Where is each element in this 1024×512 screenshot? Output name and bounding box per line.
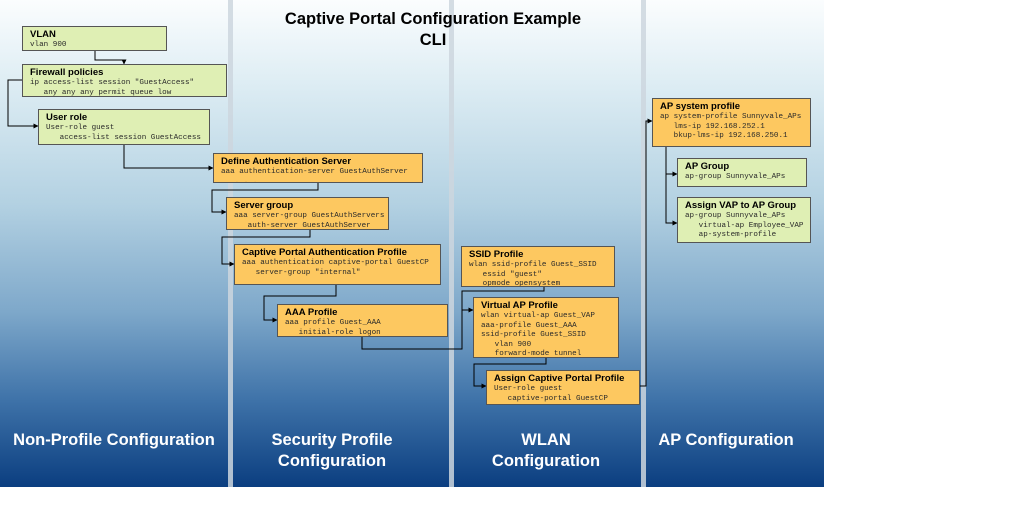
section-wlan-label: WLAN Configuration (491, 431, 601, 470)
connector-authserver-servergroup (211, 183, 319, 215)
connector-apgroup-assignvap (665, 174, 678, 226)
diagram-subtitle: CLI (419, 31, 447, 49)
connector-vap-assigncp (473, 358, 547, 389)
cp-auth-code: aaa authentication captive-portal GuestC… (242, 259, 429, 277)
diagram-title: Captive Portal Configuration Example (284, 10, 582, 28)
assign-cp-title: Assign Captive Portal Profile (494, 373, 625, 384)
section-non-profile-label: Non-Profile Configuration (13, 431, 215, 449)
connector-servergroup-cpauth (221, 230, 311, 267)
vlan-title: VLAN (30, 29, 56, 40)
aaa-profile-box: AAA Profile aaa profile Guest_AAA initia… (277, 304, 448, 337)
ssid-profile-box: SSID Profile wlan ssid-profile Guest_SSI… (461, 246, 615, 287)
aaa-profile-code: aaa profile Guest_AAA initial-role logon (285, 319, 381, 337)
firewall-title: Firewall policies (30, 67, 104, 78)
assign-vap-title: Assign VAP to AP Group (685, 200, 797, 211)
ap-group-box: AP Group ap-group Sunnyvale_APs (677, 158, 807, 187)
connector-assigncp-apsystem (640, 118, 653, 387)
server-group-title: Server group (234, 200, 294, 211)
ssid-code: wlan ssid-profile Guest_SSID essid "gues… (469, 261, 597, 287)
vlan-code: vlan 900 (30, 41, 67, 49)
auth-server-box: Define Authentication Server aaa authent… (213, 153, 423, 183)
assign-vap-code: ap-group Sunnyvale_APs virtual-ap Employ… (685, 212, 804, 240)
column-separator (228, 0, 233, 487)
server-group-code: aaa server-group GuestAuthServers auth-s… (234, 212, 385, 230)
virtual-ap-profile-box: Virtual AP Profile wlan virtual-ap Guest… (473, 297, 619, 358)
section-ap-label: AP Configuration (658, 431, 794, 449)
firewall-policies-box: Firewall policies ip access-list session… (22, 64, 227, 97)
ap-system-title: AP system profile (660, 101, 741, 112)
user-role-title: User role (46, 112, 88, 123)
vap-title: Virtual AP Profile (481, 300, 558, 311)
connector-vlan-firewall (94, 51, 127, 65)
ap-group-title: AP Group (685, 161, 730, 172)
ssid-title: SSID Profile (469, 249, 524, 260)
ap-group-code: ap-group Sunnyvale_APs (685, 173, 786, 181)
server-group-box: Server group aaa server-group GuestAuthS… (226, 197, 389, 230)
aaa-profile-title: AAA Profile (285, 307, 338, 318)
column-separator (641, 0, 646, 487)
column-separator (449, 0, 454, 487)
auth-server-code: aaa authentication-server GuestAuthServe… (221, 168, 408, 183)
assign-cp-code: User-role guest captive-portal GuestCP (494, 385, 608, 403)
connector-apsystem-apgroup (665, 147, 678, 177)
connector-lines (7, 51, 678, 389)
auth-server-title: Define Authentication Server (221, 156, 352, 167)
firewall-code: ip access-list session "GuestAccess" any… (30, 79, 195, 97)
user-role-box: User role User-role guest access-list se… (38, 109, 210, 145)
user-role-code: User-role guest access-list session Gues… (46, 124, 201, 142)
assign-vap-box: Assign VAP to AP Group ap-group Sunnyval… (677, 197, 811, 243)
diagram-canvas: Captive Portal Configuration Example CLI… (0, 0, 824, 487)
connector-ssid-vap (461, 287, 545, 310)
vlan-box: VLAN vlan 900 (22, 26, 167, 51)
ap-system-code: ap system-profile Sunnyvale_APs lms-ip 1… (660, 113, 802, 141)
connector-userrole-authserver (123, 145, 214, 171)
connector-aaa-vap (361, 307, 474, 350)
vap-code: wlan virtual-ap Guest_VAP aaa-profile Gu… (481, 312, 595, 358)
connector-cpauth-aaa (263, 285, 337, 323)
connector-firewall-userrole (7, 79, 39, 129)
section-security-label: Security Profile Configuration (271, 431, 393, 470)
assign-captive-portal-box: Assign Captive Portal Profile User-role … (486, 370, 640, 405)
ap-system-profile-box: AP system profile ap system-profile Sunn… (652, 98, 811, 147)
captive-portal-auth-profile-box: Captive Portal Authentication Profile aa… (234, 244, 441, 285)
cp-auth-title: Captive Portal Authentication Profile (242, 247, 407, 258)
